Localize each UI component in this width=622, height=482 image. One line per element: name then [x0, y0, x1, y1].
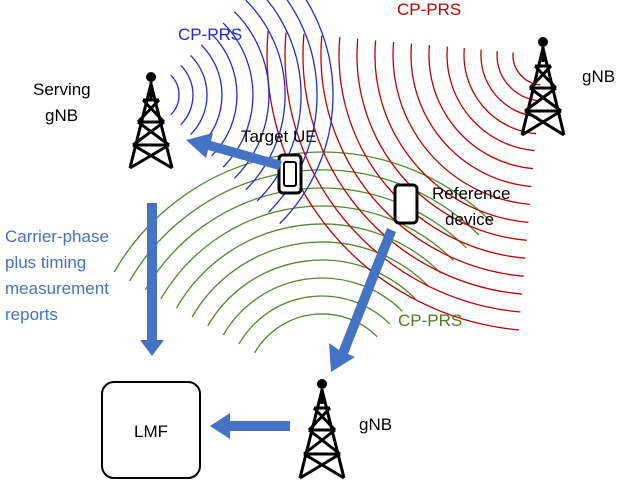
red-wave-arc-7	[392, 41, 530, 206]
red-wave-arc-10	[338, 37, 526, 259]
lmf-server-box: LMF	[101, 381, 201, 479]
red-wave-arc-4	[446, 46, 535, 152]
reference-device-label-line1: Reference	[432, 184, 510, 203]
red-cp-prs-waves	[266, 30, 541, 331]
reports-label-line3: measurement	[5, 279, 109, 298]
ue-to-serving-gnb-arrow-icon	[186, 133, 282, 170]
cp-prs-blue-label: CP-PRS	[178, 25, 242, 44]
serving-gnb-label-line1: Serving	[33, 80, 91, 99]
green-wave-arc-1	[238, 295, 391, 345]
green-wave-arc-6	[160, 205, 454, 300]
gnb-to-lmf-arrow-icon	[210, 413, 290, 439]
green-wave-arc-4	[191, 241, 429, 318]
cp-prs-green-label: CP-PRS	[398, 311, 462, 330]
cp-prs-red-label: CP-PRS	[397, 0, 461, 19]
gnb-top-right-label: gNB	[582, 67, 615, 86]
reports-label-line4: reports	[5, 305, 58, 324]
red-wave-arc-11	[320, 35, 524, 277]
blue-wave-arc-2	[190, 54, 208, 136]
blue-wave-arc-4	[211, 33, 238, 157]
red-wave-arc-12	[302, 34, 523, 295]
red-wave-arc-8	[374, 40, 529, 224]
green-wave-arc-0	[253, 313, 378, 354]
red-wave-arc-5	[428, 45, 534, 170]
reports-label-line1: Carrier-phase	[5, 227, 109, 246]
red-wave-arc-3	[463, 48, 537, 135]
reports-label-line2: plus timing	[5, 253, 86, 272]
gnb-top-right-tower-icon	[520, 37, 566, 137]
blue-cp-prs-waves	[170, 0, 334, 225]
gnb-bottom-label: gNB	[359, 415, 392, 434]
green-wave-arc-5	[175, 223, 442, 309]
blue-wave-arc-10	[279, 0, 334, 225]
target-ue-phone-icon	[277, 153, 303, 195]
lmf-label: LMF	[134, 422, 168, 441]
red-wave-arc-13	[284, 32, 521, 313]
target-ue-label: Target UE	[241, 127, 317, 146]
blue-wave-arc-1	[180, 64, 194, 126]
reference-to-gnb-arrow-icon	[329, 228, 396, 372]
serving-gnb-label-line2: gNB	[45, 106, 78, 125]
blue-wave-arc-7	[245, 0, 286, 191]
green-wave-arc-3	[207, 259, 416, 327]
blue-wave-arc-3	[200, 44, 223, 146]
red-wave-arc-6	[410, 43, 532, 188]
reference-device-phone-icon	[393, 183, 419, 225]
green-wave-arc-2	[222, 277, 404, 336]
blue-wave-arc-8	[256, 0, 302, 202]
serving-gnb-tower-icon	[128, 72, 174, 170]
blue-wave-arc-0	[170, 74, 180, 116]
serving-gnb-to-lmf-arrow-icon	[140, 203, 164, 356]
red-wave-arc-14	[266, 30, 519, 331]
reference-device-label-line2: device	[445, 210, 494, 229]
red-wave-arc-9	[356, 38, 527, 241]
gnb-bottom-tower-icon	[298, 379, 346, 480]
